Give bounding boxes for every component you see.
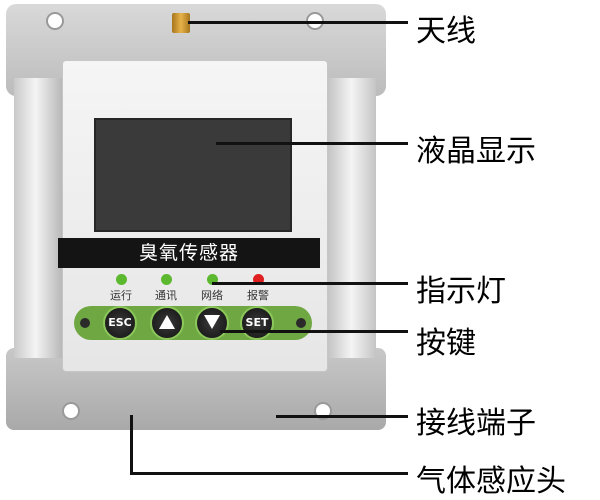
led-label-comm: 通讯 bbox=[155, 289, 177, 302]
led-alarm bbox=[253, 274, 264, 285]
leader-line-keys bbox=[220, 330, 408, 333]
leader-line-indicator bbox=[212, 282, 408, 285]
leader-line-terminal bbox=[276, 415, 408, 418]
callout-lcd: 液晶显示 bbox=[416, 134, 536, 169]
leader-line-sensor-vertical bbox=[130, 415, 133, 475]
right-side-rail bbox=[322, 78, 376, 358]
leader-line-lcd bbox=[216, 142, 408, 145]
mounting-hole bbox=[62, 402, 80, 420]
up-button[interactable] bbox=[150, 306, 184, 340]
device-name-label: 臭氧传感器 bbox=[58, 238, 320, 268]
leader-line-antenna bbox=[188, 21, 408, 24]
lcd-display bbox=[94, 118, 292, 232]
down-arrow-icon bbox=[204, 315, 220, 329]
callout-sensor-head: 气体感应头 bbox=[416, 464, 566, 499]
led-label-network: 网络 bbox=[201, 289, 223, 302]
led-network bbox=[207, 274, 218, 285]
esc-button[interactable]: ESC bbox=[103, 306, 137, 340]
callout-antenna: 天线 bbox=[416, 14, 476, 49]
callout-keys: 按键 bbox=[416, 326, 476, 361]
keypad-strip-dot bbox=[80, 318, 90, 328]
down-button[interactable] bbox=[195, 306, 229, 340]
callout-terminal: 接线端子 bbox=[416, 406, 536, 441]
led-run bbox=[116, 274, 127, 285]
set-button[interactable]: SET bbox=[240, 306, 274, 340]
left-side-rail bbox=[14, 78, 62, 358]
leader-line-sensor-horizontal bbox=[130, 472, 408, 475]
antenna-connector bbox=[172, 13, 190, 33]
up-arrow-icon bbox=[159, 315, 175, 329]
led-label-run: 运行 bbox=[110, 289, 132, 302]
mounting-hole bbox=[46, 12, 64, 30]
keypad-strip-dot bbox=[296, 318, 306, 328]
led-label-alarm: 报警 bbox=[247, 289, 269, 302]
callout-indicator: 指示灯 bbox=[416, 274, 506, 309]
led-comm bbox=[161, 274, 172, 285]
